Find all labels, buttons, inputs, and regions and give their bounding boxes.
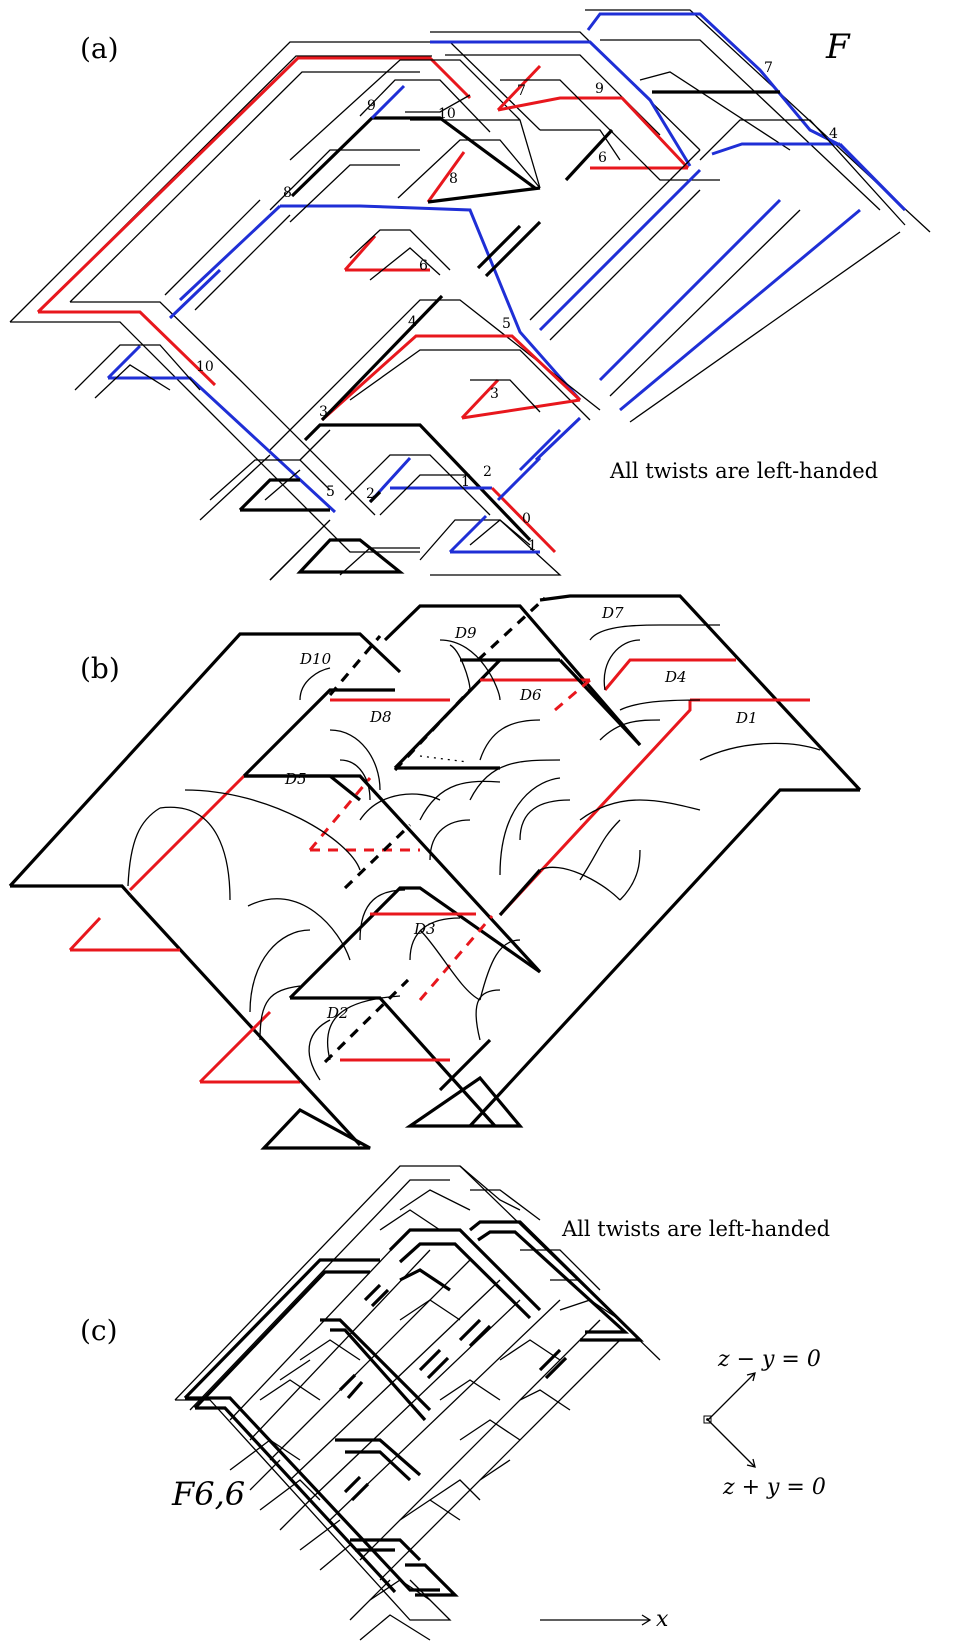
panel-c: (c) All twists are left-handed F6,6 z − … [80, 1165, 830, 1641]
axis-label-upper: z − y = 0 [717, 1347, 821, 1372]
f66-surface [174, 1165, 661, 1641]
crossing-label: 1 [528, 538, 537, 554]
crossing-label: 10 [438, 106, 456, 122]
right-angle-marker [703, 1415, 712, 1424]
hidden-lines [308, 596, 591, 1064]
crossing-label: 8 [283, 185, 292, 201]
crossing-label: 1 [461, 474, 470, 490]
disk-label-d9: D9 [454, 624, 477, 642]
crossing-label: 2 [366, 486, 375, 502]
band-middle-blue [164, 149, 582, 401]
disk-label-d7: D7 [601, 604, 624, 622]
crossing-label: 6 [598, 150, 607, 166]
disk-label-d10: D10 [299, 650, 332, 668]
disk-top-middle [383, 604, 642, 770]
panel-a-twist-note: All twists are left-handed [609, 459, 878, 483]
crossing-label: 2 [483, 464, 492, 480]
disk-right [404, 594, 862, 1128]
axis-label-lower: z + y = 0 [722, 1475, 826, 1500]
surface-f66-label: F6,6 [171, 1475, 245, 1513]
crossing-label: 7 [764, 60, 773, 76]
long-strands [168, 149, 901, 502]
crossing-label: 3 [490, 386, 499, 402]
panel-a-label: (a) [80, 32, 119, 65]
disk-labels: D10 D9 D7 D8 D6 D4 D1 D5 D3 D2 [284, 604, 758, 1022]
band-central [269, 294, 601, 554]
disk-label-d8: D8 [369, 708, 392, 726]
disk-center [198, 774, 542, 1150]
panel-c-twist-note: All twists are left-handed [561, 1217, 830, 1241]
crossing-label: 4 [408, 314, 417, 330]
disk-label-d1: D1 [735, 709, 758, 727]
crossing-label: 0 [522, 511, 531, 527]
band-outer-left [9, 41, 541, 553]
disk-label-d3: D3 [413, 920, 436, 938]
axis-label-x: x [656, 1607, 669, 1632]
band-top-right [430, 9, 931, 233]
crossing-label: 6 [419, 258, 428, 274]
panel-b: (b) [8, 594, 862, 1150]
crossing-label: 5 [326, 484, 335, 500]
crossing-label: 7 [517, 83, 526, 99]
band-top-middle [289, 59, 541, 204]
crossing-label: 10 [196, 359, 214, 375]
crossing-labels: 9 10 8 7 9 6 7 4 8 6 4 5 10 3 3 2 1 2 5 … [196, 60, 838, 554]
disk-label-d6: D6 [519, 686, 542, 704]
crossing-label: 9 [367, 98, 376, 114]
panel-b-label: (b) [80, 652, 120, 685]
panel-a: (a) F All twists are left-handed [9, 9, 931, 581]
disk-left-outline [8, 632, 450, 1082]
disk-curves [127, 624, 821, 1081]
disk-label-d2: D2 [326, 1004, 349, 1022]
disk-label-d4: D4 [664, 668, 687, 686]
crossing-label: 9 [595, 81, 604, 97]
crossing-label: 4 [829, 126, 838, 142]
band-lower-left [199, 454, 562, 581]
panel-c-label: (c) [80, 1314, 118, 1347]
disk-label-d5: D5 [284, 770, 307, 788]
crossing-label: 5 [502, 316, 511, 332]
axes-diagram: z − y = 0 z + y = 0 x [540, 1347, 826, 1632]
crossing-label: 3 [319, 404, 328, 420]
crossing-label: 8 [449, 171, 458, 187]
surface-f-label: F [825, 27, 851, 67]
